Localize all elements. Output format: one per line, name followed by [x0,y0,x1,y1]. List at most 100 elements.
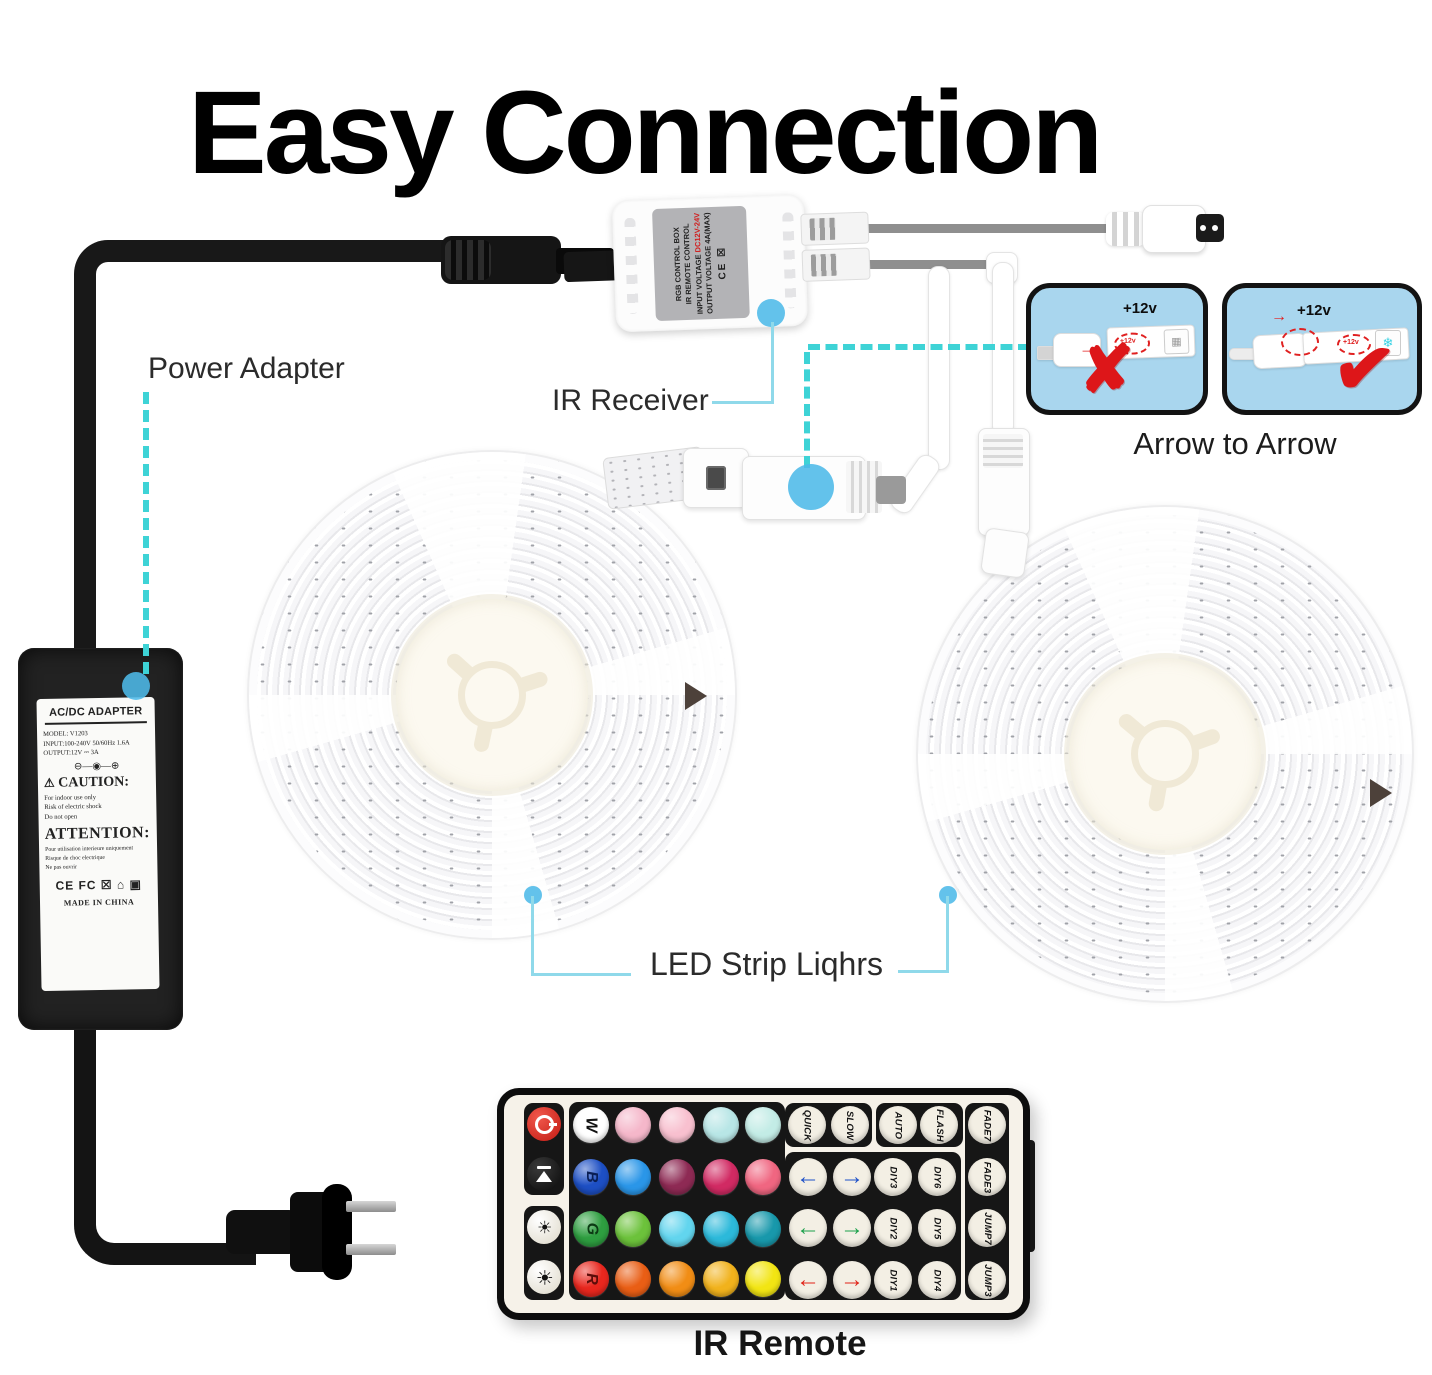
color-key [745,1261,781,1297]
led-strip-reel-left [247,450,737,940]
color-key [745,1159,781,1195]
hub-spindle [458,661,526,729]
led-pad: ▦ [1163,328,1190,355]
key-arrow-left-red: ← [789,1261,827,1299]
connector-nub [876,476,906,504]
key-diy3: DIY3 [874,1158,912,1196]
white-cable-left [928,266,950,470]
strip-end-clip [1370,779,1392,807]
controller-output-lug [801,247,871,282]
hub-spindle [1131,720,1199,788]
power-adapter-caption: Power Adapter [148,352,345,385]
power-cable-bottom [74,1025,256,1265]
wrong-mark-icon: ✘ [1079,332,1135,406]
dashed-guide-connector [804,352,810,468]
power-button [527,1107,561,1141]
key-flash: FLASH [920,1106,958,1144]
dc-plug-tip [1196,214,1224,242]
controller-voltage: DC12V-24V [691,212,703,253]
wall-plug-strain-relief [226,1210,298,1254]
key-diy4: DIY4 [918,1261,956,1299]
color-key [659,1107,695,1143]
key-diy5: DIY5 [918,1209,956,1247]
attention-title: ATTENTION: [44,824,151,844]
brightness-down-button: ☀ [527,1260,561,1294]
strip-clip-connector [683,448,749,508]
controller-dc-jack [563,250,621,283]
dc-plug-ribs [1106,212,1146,246]
ir-remote: ☀ ☀ W B G R QUIC [497,1088,1030,1320]
dc-barrel-connector [441,236,561,284]
leader-led-left [533,973,631,976]
led-strip-reel-right [916,505,1414,1003]
color-key [615,1261,651,1297]
callout-dot-reel-left [524,886,542,904]
reel-hub [1069,658,1261,850]
leader-led-right [898,970,949,973]
ir-receiver-caption: IR Receiver [552,384,709,417]
key-arrow-right-blue: → [833,1158,871,1196]
certification-icons: CE FC ☒ ⌂ ▣ [55,877,143,894]
color-key [659,1211,695,1247]
key-arrow-right-green: → [833,1209,871,1247]
divider [44,721,147,725]
color-key [615,1159,651,1195]
connector-ridges [983,434,1023,468]
key-diy6: DIY6 [918,1158,956,1196]
adapter-heading: AC/DC ADAPTER [48,705,143,719]
warning-icon: ⚠ [43,775,55,790]
inset-wrong-connection: → +12v ▦ +12v ✘ [1026,283,1208,415]
color-key [703,1211,739,1247]
attention-line: Ne pas ouvrir [45,864,78,871]
led-strips-caption: LED Strip Liqhrs [650,946,883,982]
polarity-icon: ⊖—◉—⊕ [73,760,120,773]
leader-ir-receiver [712,401,774,404]
direction-arrow-icon: → [1271,308,1287,325]
key-fade7: FADE7 [968,1106,1006,1144]
callout-dot-adapter [122,672,150,700]
key-arrow-left-blue: ← [789,1158,827,1196]
plug-hole [1200,225,1206,231]
color-key [615,1107,651,1143]
voltage-label: +12v [1297,302,1331,319]
ir-receiver-controller: RGB CONTROL BOX IR REMOTE CONTROL INPUT … [563,186,874,345]
controller-output-lug [800,211,870,246]
color-key [703,1107,739,1143]
key-fade3: FADE3 [968,1158,1006,1196]
key-diy2: DIY2 [874,1209,912,1247]
key-diy1: DIY1 [874,1261,912,1299]
key-quick: QUICK [788,1106,826,1144]
reel-hub [396,599,588,791]
play-pause-icon [536,1165,552,1183]
output-wire-2 [858,260,992,269]
color-key [745,1107,781,1143]
brightness-down-icon: ☀ [532,1268,555,1286]
color-key [703,1261,739,1297]
plug-prong [346,1201,396,1212]
color-key [615,1211,651,1247]
voltage-highlight-ellipse [1337,334,1371,355]
dashed-guide-power-adapter [143,392,149,674]
key-W: W [573,1107,609,1143]
key-arrow-right-red: → [833,1261,871,1299]
right-reel-connector-end [980,527,1030,579]
snowflake-pad: ❄ [1375,330,1401,356]
ir-remote-caption: IR Remote [693,1324,867,1363]
leader-led-left [531,896,534,976]
check-mark-icon: ✔ [1328,323,1400,414]
power-cable-top [74,240,476,682]
dc-plug-body [1142,205,1206,253]
brightness-up-button: ☀ [527,1210,561,1244]
controller-label-line: INPUT VOLTAGE [693,252,705,315]
strip-end-clip [685,682,707,710]
color-key [745,1211,781,1247]
made-in-label: MADE IN CHINA [63,897,135,908]
male-connector [1053,333,1101,367]
color-key [659,1261,695,1297]
leader-led-right [946,896,949,970]
callout-dot-reel-right [939,886,957,904]
arrow-to-arrow-caption: Arrow to Arrow [1133,426,1337,461]
play-pause-button [527,1157,561,1191]
color-key [703,1159,739,1195]
